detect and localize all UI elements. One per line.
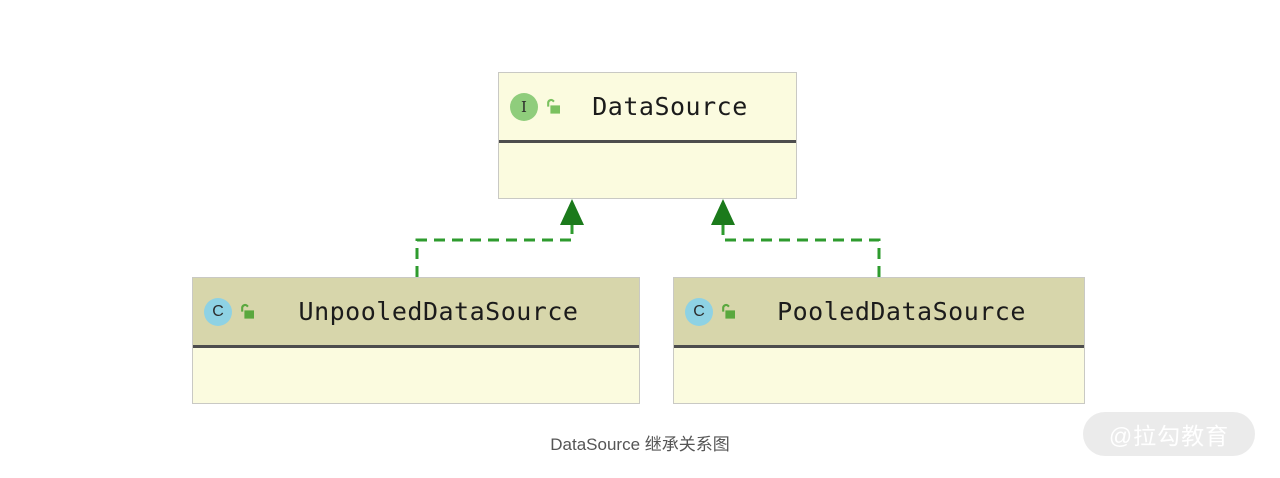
uml-node-name: DataSource (592, 92, 748, 121)
uml-node-header: C UnpooledDataSource (193, 278, 639, 348)
unlock-icon (722, 303, 735, 319)
uml-node-header: I DataSource (499, 73, 796, 143)
unlock-icon (241, 303, 254, 319)
uml-node-name: PooledDataSource (777, 297, 1026, 326)
watermark-badge: @拉勾教育 (1083, 412, 1255, 456)
interface-badge-icon: I (510, 92, 538, 121)
uml-node-header: C PooledDataSource (674, 278, 1084, 348)
uml-node-pooleddatasource[interactable]: C PooledDataSource (673, 277, 1085, 404)
inheritance-arrowhead (711, 199, 735, 225)
diagram-caption: DataSource 继承关系图 (550, 435, 730, 454)
uml-node-members (674, 348, 1084, 402)
inheritance-arrowhead (560, 199, 584, 225)
relation-unpooled-implements-datasource (415, 199, 584, 277)
uml-node-datasource[interactable]: I DataSource (498, 72, 797, 199)
uml-node-name: UnpooledDataSource (298, 297, 579, 326)
class-badge-icon: C (204, 297, 232, 326)
uml-node-members (193, 348, 639, 402)
relation-pooled-implements-datasource (711, 199, 881, 277)
uml-node-unpooleddatasource[interactable]: C UnpooledDataSource (192, 277, 640, 404)
uml-node-members (499, 143, 796, 197)
unlock-icon (547, 98, 560, 114)
class-badge-icon: C (685, 297, 713, 326)
